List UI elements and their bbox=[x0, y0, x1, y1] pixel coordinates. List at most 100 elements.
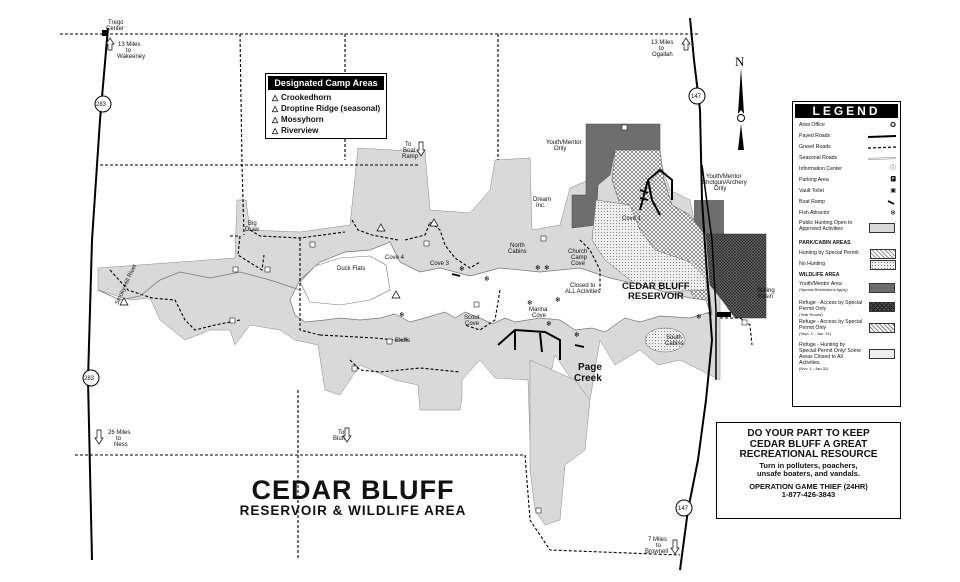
camp-areas-title: Designated Camp Areas bbox=[268, 76, 384, 90]
svg-text:❄: ❄ bbox=[527, 299, 533, 307]
label-south-cabins-2: Cabins bbox=[665, 341, 684, 347]
label-north-cabins-2: Cabins bbox=[508, 249, 527, 255]
map-title-sub: RESERVOIR & WILDLIFE AREA bbox=[239, 503, 467, 518]
seasonal-road-icon bbox=[868, 157, 896, 160]
dam-structure bbox=[717, 312, 731, 317]
label-reservoir-1: CEDAR BLUFF bbox=[622, 281, 690, 292]
label-dream-1: Dream bbox=[533, 197, 551, 203]
label-trego-2: Center bbox=[106, 26, 124, 32]
svg-text:❄: ❄ bbox=[696, 313, 702, 321]
label-youth-mentor-2: Only bbox=[554, 146, 566, 152]
label-south-cabins-1: South bbox=[666, 335, 682, 341]
label-marina-2: Cove bbox=[532, 313, 547, 319]
smoky-hill-river bbox=[97, 271, 301, 301]
svg-text:147: 147 bbox=[691, 94, 702, 100]
legend-row: Gravel Roads bbox=[793, 142, 900, 153]
label-reservoir-2: RESERVOIR bbox=[628, 291, 684, 302]
svg-text:❄: ❄ bbox=[544, 264, 550, 272]
camp-triangle-icons bbox=[119, 218, 439, 306]
label-to-brownell-3: Brownell bbox=[645, 549, 668, 555]
boat-ramp-icon bbox=[887, 200, 895, 205]
special-permit-swatch bbox=[870, 249, 896, 259]
label-to-wakeeney-2: to bbox=[126, 48, 132, 54]
label-to-wakeeney-1: 13 Miles bbox=[118, 42, 140, 48]
label-to-ogallah-2: to bbox=[659, 46, 665, 52]
label-to-ness-3: Ness bbox=[114, 442, 128, 448]
legend-heading: PARK/CABIN AREAS bbox=[799, 240, 851, 246]
legend-title: LEGEND bbox=[795, 104, 898, 118]
label-to-bluffs-2: Bluffs bbox=[333, 436, 348, 442]
fish-attractor-icon: ❄ bbox=[890, 210, 896, 217]
legend-row: Area Office✪ bbox=[799, 122, 896, 129]
camp-triangle-icon: △ bbox=[272, 115, 279, 124]
direction-arrow-icons bbox=[94, 37, 691, 555]
legend-row: Hunting by Special Permit bbox=[793, 248, 900, 259]
refuge-seasonal-swatch bbox=[869, 323, 895, 333]
label-youth-shotgun-1: Youth/Mentor bbox=[706, 174, 741, 180]
boat-ramp-icons bbox=[451, 189, 649, 348]
label-cove-3: Cove 3 bbox=[430, 261, 450, 267]
public-hunting-south bbox=[529, 359, 591, 526]
label-dream-2: Inc. bbox=[536, 203, 546, 209]
camp-item: △Crookedhorn bbox=[272, 93, 332, 102]
label-cove-1: Cove 1 bbox=[622, 216, 642, 222]
legend-row: Parking Area🅿 bbox=[799, 177, 896, 183]
label-youth-shotgun-2: Shotgun/Archery bbox=[702, 180, 747, 186]
camp-triangle-icon: △ bbox=[272, 104, 279, 113]
notice-line-3: RECREATIONAL RESOURCE bbox=[739, 449, 878, 460]
highway-147 bbox=[679, 17, 714, 571]
legend-row: Refuge - Access by Special Permit Only(S… bbox=[793, 318, 895, 341]
label-to-brownell-1: 7 Miles bbox=[648, 537, 667, 543]
camp-item: △Droptine Ridge (seasonal) bbox=[272, 104, 381, 113]
label-stilling-1: Stilling bbox=[757, 288, 775, 294]
park-no-hunting bbox=[591, 199, 707, 293]
legend-row: Paved Roads bbox=[793, 131, 900, 142]
fish-attractor-icons: ❄❄❄ ❄❄❄ ❄❄❄ ❄ bbox=[399, 264, 702, 339]
legend-row: Fish Attractor❄ bbox=[799, 210, 896, 217]
duck-flats-water bbox=[299, 255, 391, 306]
label-bluffs: Bluffs bbox=[395, 338, 410, 344]
label-page-1: Page bbox=[578, 362, 602, 373]
label-to-wakeeney-3: Wakeeney bbox=[117, 54, 145, 60]
legend-box: LEGEND Area Office✪ Paved Roads Gravel R… bbox=[792, 101, 901, 407]
map-title-main: CEDAR BLUFF bbox=[251, 475, 455, 505]
label-trego: Trego bbox=[108, 20, 124, 26]
label-youth-shotgun-3: Only bbox=[714, 186, 726, 192]
label-page-2: Creek bbox=[574, 373, 602, 384]
map-title: CEDAR BLUFF RESERVOIR & WILDLIFE AREA bbox=[208, 476, 498, 518]
svg-text:❄: ❄ bbox=[535, 264, 541, 272]
camp-triangle-icon: △ bbox=[272, 93, 279, 102]
reservoir-water bbox=[289, 241, 711, 333]
legend-row: Vault Toilet▣ bbox=[799, 188, 896, 194]
south-cabins-area bbox=[644, 327, 686, 353]
label-to-bluffs-1: To bbox=[338, 430, 345, 436]
svg-text:283: 283 bbox=[96, 102, 107, 108]
no-hunting-swatch bbox=[870, 260, 896, 270]
parking-area-icons bbox=[229, 124, 748, 514]
legend-row: Refuge - Access by Special Permit Only(Y… bbox=[793, 299, 895, 318]
game-thief-notice: DO YOUR PART TO KEEP CEDAR BLUFF A GREAT… bbox=[716, 422, 901, 519]
label-youth-mentor-1: Youth/Mentor bbox=[546, 140, 581, 146]
svg-text:❄: ❄ bbox=[555, 296, 561, 304]
north-arrow: N bbox=[735, 54, 745, 150]
label-church-3: Cove bbox=[571, 261, 586, 267]
legend-row: Boat Ramp bbox=[793, 197, 900, 208]
label-to-ogallah-1: 13 Miles bbox=[651, 40, 673, 46]
notice-line-2: CEDAR BLUFF A GREAT bbox=[749, 438, 868, 450]
label-scout-2: Cove bbox=[465, 321, 480, 327]
highway-283-shield-north: 283 bbox=[94, 95, 112, 113]
label-to-ogallah-3: Ogallah bbox=[652, 52, 673, 58]
info-center-icon: ⓘ bbox=[889, 166, 896, 172]
label-church-2: Camp bbox=[571, 255, 588, 261]
label-closed-1: Closed to bbox=[570, 283, 596, 289]
camp-areas-box: Designated Camp Areas △Crookedhorn △Drop… bbox=[265, 73, 387, 139]
label-marina-1: Marina bbox=[529, 307, 548, 313]
label-to-ness-2: to bbox=[116, 436, 122, 442]
label-to-ness-1: 26 Miles bbox=[108, 430, 130, 436]
trego-center-marker bbox=[102, 30, 108, 36]
legend-row: Youth/Mentor Area(Special Restrictions A… bbox=[793, 280, 895, 299]
label-closed-2: ALL Activities bbox=[565, 289, 600, 295]
camp-triangle-icon: △ bbox=[272, 126, 279, 135]
